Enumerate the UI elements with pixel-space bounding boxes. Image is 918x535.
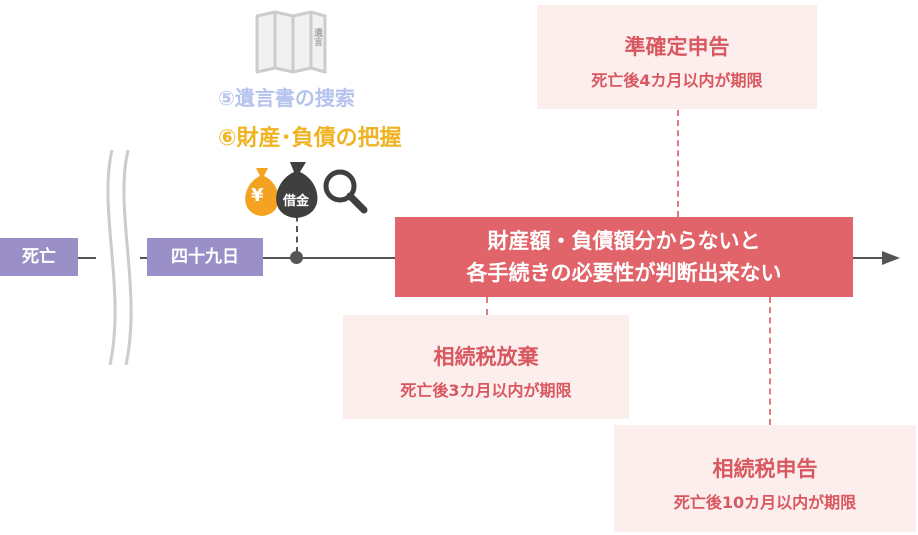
break-lines-icon (106, 149, 133, 366)
warning-banner: 財産額・負債額分からないと 各手続きの必要性が判断出来ない (395, 217, 853, 297)
step-asset-grasp: ⑥財産･負債の把握 (218, 126, 402, 151)
assets-icon-group: ¥ 借金 (234, 158, 374, 220)
renunciation-title: 相続税放棄 (433, 345, 539, 369)
income-tax-title: 準確定申告 (624, 35, 730, 59)
renunciation-connector (486, 297, 488, 315)
debt-label: 借金 (283, 194, 310, 209)
death-tag: 死亡 (0, 238, 78, 276)
inheritance-tax-title: 相続税申告 (712, 457, 818, 481)
yen-icon: ¥ (251, 185, 264, 206)
banner-line-1: 財産額・負債額分からないと (487, 229, 761, 253)
timeline-arrow-icon (882, 251, 900, 265)
will-map-icon: 遺言 (253, 10, 328, 76)
asset-point (290, 251, 303, 264)
day49-tag: 四十九日 (147, 238, 263, 276)
banner-line-2: 各手続きの必要性が判断出来ない (466, 261, 782, 285)
income-tax-connector (677, 110, 679, 217)
money-bags-icon (245, 162, 368, 218)
income-tax-limit: 死亡後4カ月以内が期限 (591, 71, 763, 90)
inheritance-tax-box: 相続税申告 死亡後10カ月以内が期限 (614, 425, 916, 532)
income-tax-box: 準確定申告 死亡後4カ月以内が期限 (537, 5, 817, 109)
renunciation-limit: 死亡後3カ月以内が期限 (400, 381, 572, 400)
step-will-search: ⑤遺言書の捜索 (218, 86, 355, 110)
asset-connector (296, 205, 298, 253)
inheritance-tax-connector (769, 297, 771, 425)
will-map-label: 遺言 (312, 28, 322, 46)
renunciation-box: 相続税放棄 死亡後3カ月以内が期限 (343, 315, 629, 419)
timeline-break (96, 149, 140, 366)
inheritance-tax-limit: 死亡後10カ月以内が期限 (673, 493, 857, 512)
